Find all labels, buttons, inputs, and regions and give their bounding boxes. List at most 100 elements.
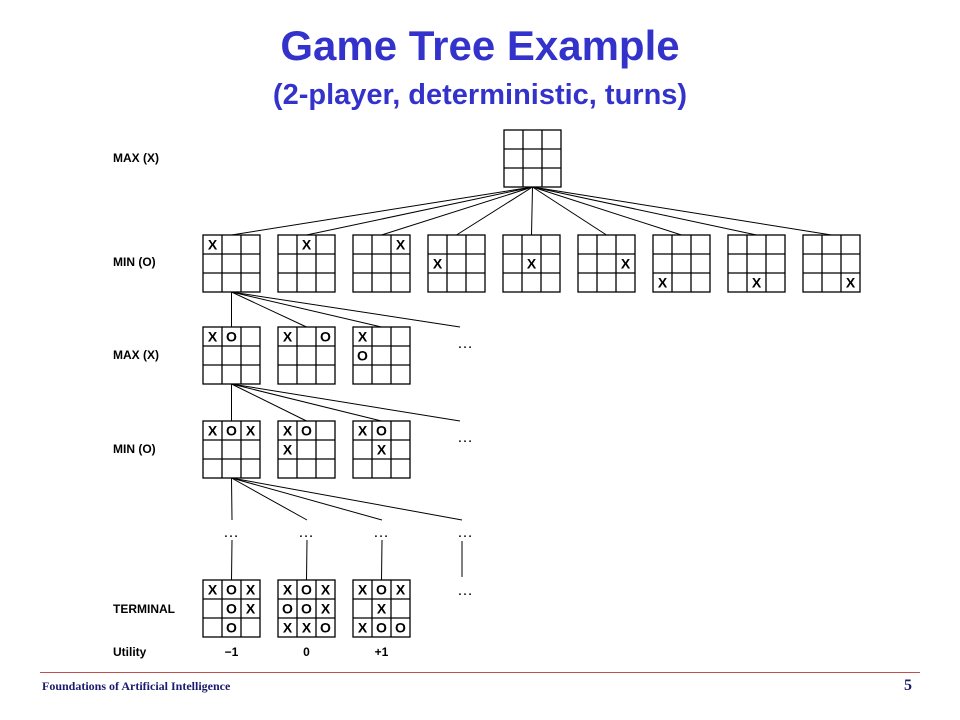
board-mark-x: X	[377, 442, 387, 458]
board-mark-x: X	[321, 582, 331, 598]
board-mark-x: X	[358, 329, 368, 345]
tree-edge	[532, 186, 832, 236]
board-root	[503, 129, 562, 188]
tree-edge	[231, 539, 233, 581]
board-frame	[202, 234, 261, 293]
board-mark-x: X	[377, 601, 387, 617]
board-frame	[652, 234, 711, 293]
tree-edge	[381, 539, 383, 581]
board-mark-o: O	[320, 620, 331, 636]
board-max-move: X	[352, 234, 411, 293]
board-frame	[503, 129, 562, 188]
board-frame	[277, 420, 336, 479]
board-mark-x: X	[846, 275, 856, 291]
board-max-move: X	[577, 234, 636, 293]
ellipsis: …	[298, 524, 316, 541]
level-label-utility: Utility	[113, 645, 147, 659]
tree-edge	[306, 186, 533, 236]
board-mark-o: O	[301, 601, 312, 617]
tree-edge	[532, 186, 607, 236]
board-frame	[277, 579, 336, 638]
tree-edge	[306, 539, 308, 581]
board-mark-x: X	[246, 423, 256, 439]
board-mark-x: X	[752, 275, 762, 291]
board-mark-x: X	[283, 620, 293, 636]
level-label-max: MAX (X)	[113, 348, 159, 362]
tree-edge	[231, 383, 382, 422]
tree-edge	[456, 186, 533, 236]
board-frame	[427, 234, 486, 293]
board-mark-x: X	[246, 601, 256, 617]
board-mark-o: O	[282, 601, 293, 617]
tree-edge	[231, 186, 533, 236]
board-frame	[577, 234, 636, 293]
board-mark-x: X	[208, 237, 218, 253]
game-tree-diagram: MAX (X)MIN (O)MAX (X)MIN (O)TERMINALUtil…	[113, 129, 861, 659]
level-label-min: MIN (O)	[113, 255, 156, 269]
board-mark-x: X	[396, 582, 406, 598]
level-label-terminal: TERMINAL	[113, 602, 175, 616]
board-frame	[202, 420, 261, 479]
board-mark-x: X	[358, 423, 368, 439]
utility-value: 0	[303, 645, 310, 659]
board-mark-x: X	[208, 423, 218, 439]
board-mark-o: O	[301, 582, 312, 598]
board-mark-x: X	[621, 256, 631, 272]
board-frame	[502, 234, 561, 293]
ellipsis: …	[223, 524, 241, 541]
ellipsis: …	[457, 582, 475, 599]
board-frame	[277, 326, 336, 385]
board-mark-x: X	[208, 582, 218, 598]
board-mark-x: X	[358, 582, 368, 598]
board-max-move: X	[502, 234, 561, 293]
board-max-move: X	[277, 234, 336, 293]
ellipsis: …	[457, 429, 475, 446]
utility-value: −1	[225, 645, 239, 659]
tree-edge	[381, 186, 533, 236]
board-max-move: X	[652, 234, 711, 293]
board-mark-x: X	[302, 237, 312, 253]
board-mark-o: O	[301, 423, 312, 439]
ellipsis: …	[457, 335, 475, 352]
board-mark-o: O	[376, 582, 387, 598]
board-frame	[727, 234, 786, 293]
slide-title: Game Tree Example	[280, 22, 680, 69]
board-frame	[202, 326, 261, 385]
board-max-move: X	[427, 234, 486, 293]
tree-edge	[231, 291, 307, 328]
board-mark-o: O	[226, 329, 237, 345]
board-mark-o: O	[226, 582, 237, 598]
board-frame	[802, 234, 861, 293]
tree-edge	[231, 477, 383, 521]
board-mark-o: O	[376, 620, 387, 636]
board-frame	[352, 234, 411, 293]
board-mark-o: O	[226, 601, 237, 617]
board-max-move: X	[802, 234, 861, 293]
board-mark-o: O	[376, 423, 387, 439]
board-mark-x: X	[246, 582, 256, 598]
tree-edge	[231, 291, 461, 328]
board-frame	[352, 420, 411, 479]
tree-edge	[231, 383, 307, 422]
footer-rule	[40, 672, 920, 673]
board-max-move: X	[727, 234, 786, 293]
level-label-max: MAX (X)	[113, 151, 159, 165]
ellipsis: …	[373, 524, 391, 541]
ellipsis: …	[457, 524, 475, 541]
board-mark-o: O	[226, 423, 237, 439]
board-mark-x: X	[283, 329, 293, 345]
tree-edge	[231, 383, 461, 422]
board-mark-x: X	[527, 256, 537, 272]
utility-value: +1	[375, 645, 389, 659]
board-frame	[352, 326, 411, 385]
board-mark-o: O	[357, 348, 368, 364]
board-mark-o: O	[320, 329, 331, 345]
slide-subtitle: (2-player, deterministic, turns)	[272, 79, 688, 111]
